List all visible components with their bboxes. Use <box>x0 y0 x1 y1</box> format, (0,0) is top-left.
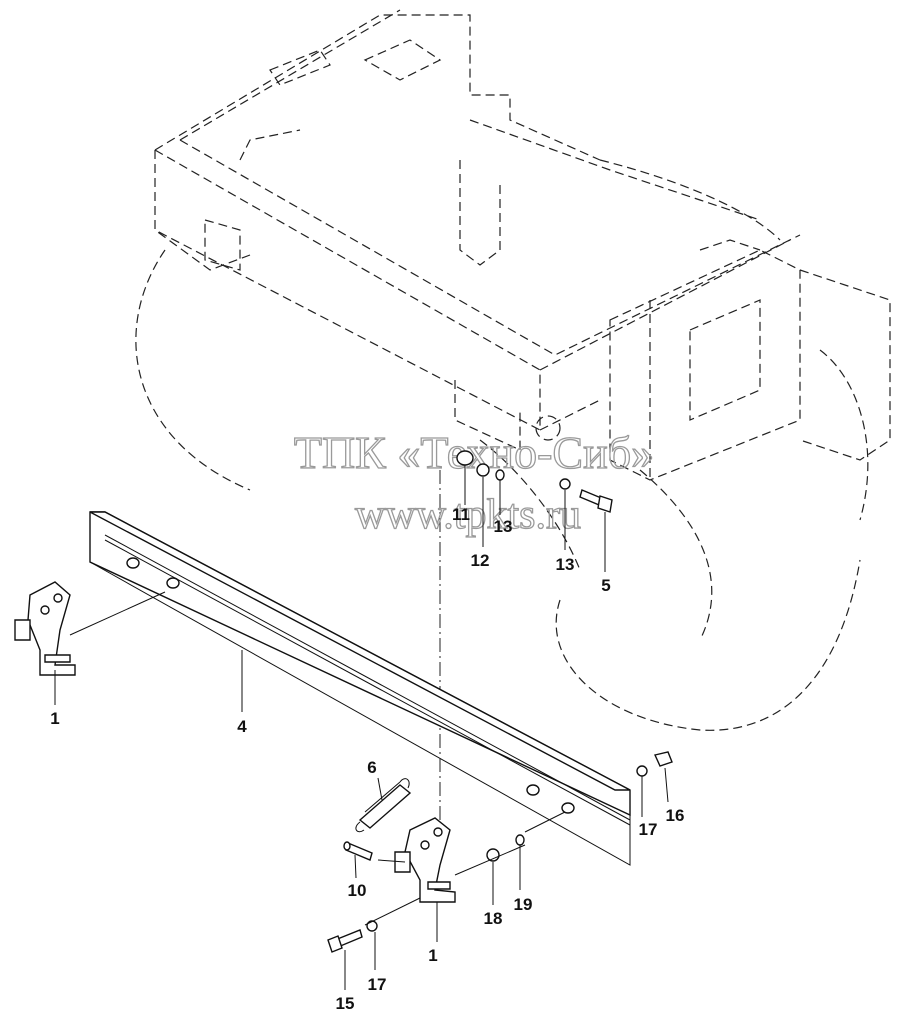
part-bar <box>89 511 631 866</box>
part-spring <box>355 778 412 833</box>
callout-12: 12 <box>471 551 490 570</box>
part-bolt-5 <box>579 489 613 513</box>
leader-lines <box>54 465 669 990</box>
part-pin <box>343 841 373 861</box>
callout-16: 16 <box>666 806 685 825</box>
part-bracket-left <box>14 581 76 676</box>
callout-13-lower: 13 <box>556 555 575 574</box>
watermark-company: ТПК «Техно-Сиб» <box>294 427 654 478</box>
callout-6: 6 <box>367 758 376 777</box>
part-bolt-15 <box>327 929 363 953</box>
callout-17-lower: 17 <box>368 975 387 994</box>
callout-4: 4 <box>237 717 247 736</box>
callout-18: 18 <box>484 909 503 928</box>
callout-15: 15 <box>336 994 355 1013</box>
callout-11: 11 <box>452 505 470 524</box>
callout-1-left: 1 <box>50 709 59 728</box>
fasteners <box>366 450 673 932</box>
callouts: 1 4 11 12 13 13 5 6 17 16 10 18 19 1 15 … <box>50 505 684 1013</box>
part-bracket-right <box>394 817 456 903</box>
callout-13-upper: 13 <box>494 517 513 536</box>
watermark-url: www.tpkts.ru <box>355 492 581 538</box>
machine-frame-phantom <box>135 9 891 840</box>
callout-1-right: 1 <box>428 946 437 965</box>
callout-5: 5 <box>601 576 610 595</box>
callout-17-upper: 17 <box>639 820 658 839</box>
callout-19: 19 <box>514 895 533 914</box>
callout-10: 10 <box>348 881 367 900</box>
